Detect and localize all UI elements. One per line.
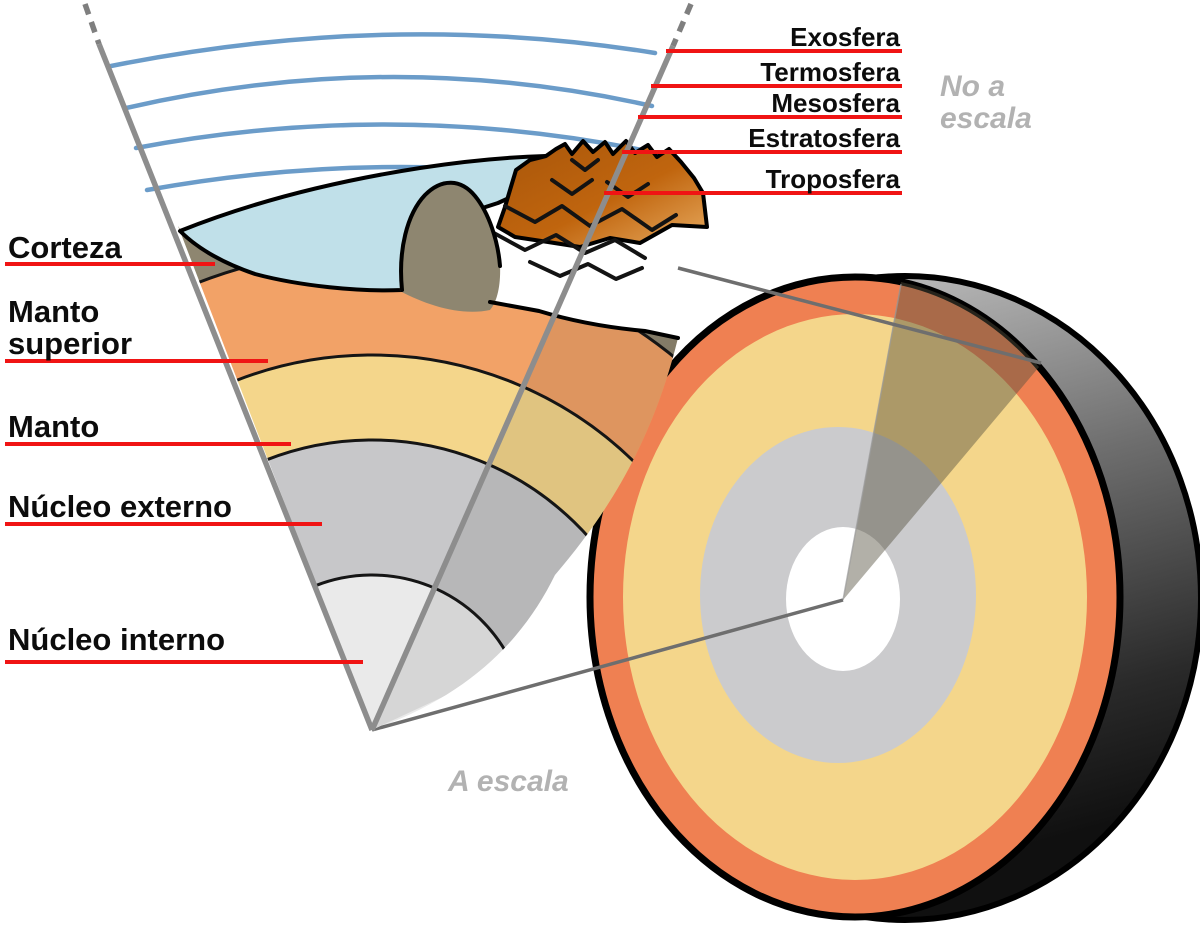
wedge-right-edge-dashed	[670, 2, 694, 48]
mountain-ridge-lines	[490, 158, 678, 281]
wedge-layer-upper-mantle	[196, 250, 678, 572]
connector-line-top	[677, 266, 1042, 365]
ridge-line	[528, 260, 644, 281]
globe-sector-edge-line	[842, 283, 902, 601]
wedge-radial-edges	[82, 2, 694, 732]
wedge-side-face-shading	[372, 305, 678, 730]
wedge-left-edge	[96, 42, 375, 732]
wedge-right-edge	[369, 44, 676, 732]
label-troposfera: Troposfera	[766, 164, 901, 194]
label-manto-superior-line2: superior	[8, 326, 132, 361]
wedge-layer-mantle	[234, 355, 678, 608]
label-termosfera: Termosfera	[760, 57, 900, 87]
earth-layer-labels: Corteza Manto superior Manto Núcleo exte…	[8, 230, 232, 657]
note-not-to-scale-line1: No a	[940, 70, 1005, 103]
note-not-to-scale-line2: escala	[940, 102, 1032, 135]
ridge-line	[503, 204, 678, 232]
wedge-layer-inner-core	[315, 575, 513, 730]
label-manto-superior-line1: Manto	[8, 294, 99, 329]
wedge-left-edge-dashed	[82, 3, 102, 45]
label-mesosfera: Mesosfera	[771, 88, 900, 118]
label-underlines	[5, 49, 902, 664]
connector-line-bottom	[371, 598, 844, 732]
label-manto: Manto	[8, 409, 99, 444]
label-nucleo-externo: Núcleo externo	[8, 489, 232, 524]
label-nucleo-interno: Núcleo interno	[8, 622, 225, 657]
earth-globe-to-scale	[586, 273, 1200, 923]
ridge-line	[490, 230, 647, 260]
crust-front-edge-outline	[488, 300, 680, 340]
globe-removed-sector-shading	[843, 282, 1039, 600]
atmosphere-arc-mesosphere	[133, 122, 645, 153]
label-corteza: Corteza	[8, 230, 122, 265]
atmosphere-labels: Exosfera Termosfera Mesosfera Estratosfe…	[748, 22, 900, 194]
ridge-line	[605, 180, 650, 199]
earth-wedge-cutout	[82, 2, 709, 732]
ridge-line	[570, 158, 600, 172]
coastal-foothill	[399, 182, 501, 312]
mountain-range	[496, 139, 709, 249]
note-to-scale: A escala	[447, 765, 569, 798]
label-exosfera: Exosfera	[790, 22, 900, 52]
boundary-outercore-innercore	[314, 573, 514, 666]
coastal-foothill-outline	[399, 180, 502, 292]
scale-annotations: No a escala A escala	[447, 70, 1032, 798]
atmosphere-arc-thermosphere	[123, 74, 655, 111]
ridge-line	[550, 178, 594, 196]
atmosphere-arc-exosphere	[108, 32, 658, 69]
label-estratosfera: Estratosfera	[748, 123, 900, 153]
